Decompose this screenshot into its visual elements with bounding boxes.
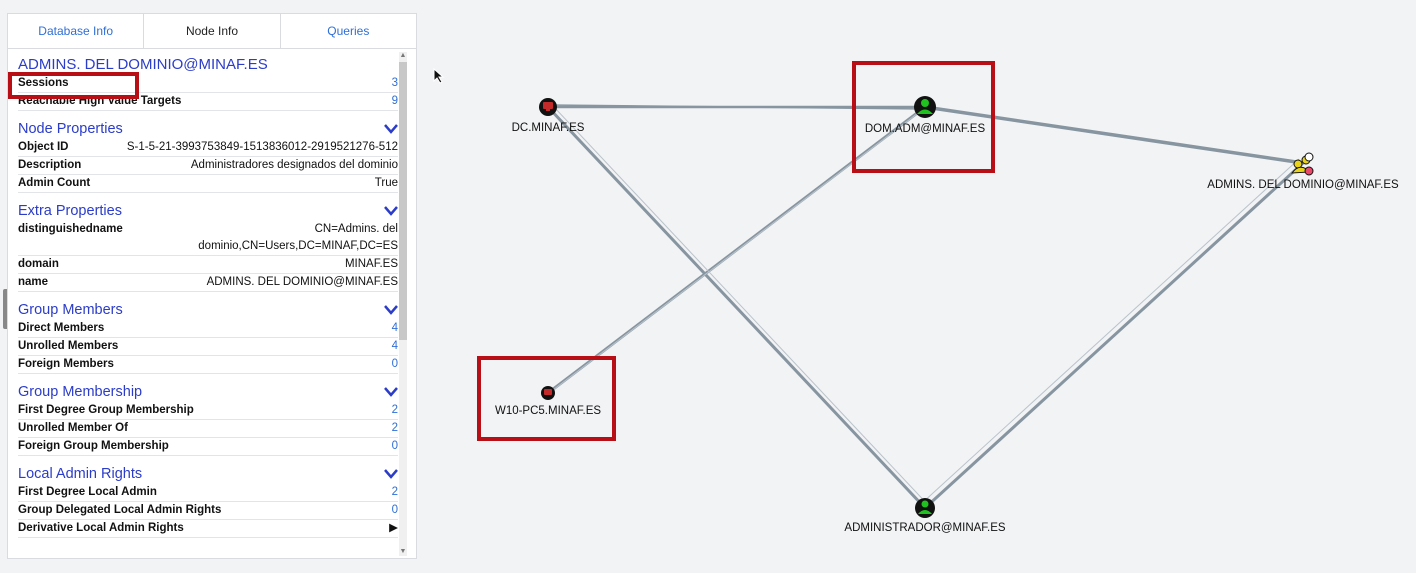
stat-row[interactable]: Group Delegated Local Admin Rights 0 (18, 502, 398, 520)
property-key: name (18, 276, 49, 288)
stat-value[interactable]: 0 (391, 440, 398, 452)
highlight-box-w10 (477, 356, 616, 441)
stat-value[interactable]: 4 (391, 340, 398, 352)
node-label-administrador: ADMINISTRADOR@MINAF.ES (844, 522, 1006, 534)
edge-administrador-admins[interactable] (923, 161, 1305, 510)
stat-key: Unrolled Member Of (18, 422, 128, 434)
chevron-down-icon[interactable] (384, 387, 398, 397)
stat-value[interactable]: 2 (391, 422, 398, 434)
edge-w10-domadm[interactable] (547, 105, 926, 395)
edge-dc-domadm-parallel[interactable] (547, 104, 926, 110)
property-row: Object ID S-1-5-21-3993753849-1513836012… (18, 139, 398, 157)
node-dc-computer-icon[interactable] (539, 98, 557, 116)
property-key: domain (18, 258, 59, 270)
stat-key: First Degree Local Admin (18, 486, 157, 498)
stat-row[interactable]: Foreign Members 0 (18, 356, 398, 374)
section-title: Group Members (18, 302, 123, 318)
node-w10-computer-icon[interactable] (541, 386, 555, 400)
property-key: Admin Count (18, 177, 91, 189)
scroll-up-icon[interactable]: ▲ (399, 52, 407, 59)
node-domadm-user-icon[interactable] (914, 96, 936, 118)
property-value: True (374, 177, 398, 189)
property-row: domain MINAF.ES (18, 256, 398, 274)
node-label-w10: W10-PC5.MINAF.ES (494, 405, 602, 417)
stat-row[interactable]: Unrolled Member Of 2 (18, 420, 398, 438)
summary-value[interactable]: 9 (391, 95, 398, 107)
stat-row[interactable]: Foreign Group Membership 0 (18, 438, 398, 456)
property-row: distinguishedname CN=Admins. del dominio… (18, 221, 398, 256)
stat-key: Direct Members (18, 322, 105, 334)
highlight-box-sessions (8, 72, 139, 99)
section-extra-properties[interactable]: Extra Properties (18, 201, 398, 221)
stat-value[interactable]: 4 (391, 322, 398, 334)
stat-value[interactable]: 2 (391, 404, 398, 416)
edge-dc-administrador[interactable] (546, 105, 927, 510)
property-value: Administradores designados del dominio (190, 159, 398, 171)
section-node-properties[interactable]: Node Properties (18, 119, 398, 139)
property-value: CN=Admins. del dominio,CN=Users,DC=MINAF… (198, 223, 398, 252)
property-row: name ADMINS. DEL DOMINIO@MINAF.ES (18, 274, 398, 292)
stat-key: Group Delegated Local Admin Rights (18, 504, 222, 516)
edge-administrador-admins-thin[interactable] (920, 158, 1300, 505)
property-key: distinguishedname (18, 223, 123, 235)
stat-row[interactable]: First Degree Local Admin 2 (18, 484, 398, 502)
summary-row-sessions[interactable]: Sessions 3 (18, 75, 398, 93)
stat-value[interactable]: 0 (391, 358, 398, 370)
mouse-cursor-icon (433, 68, 445, 84)
stat-row[interactable]: Direct Members 4 (18, 320, 398, 338)
node-label-admins: ADMINS. DEL DOMINIO@MINAF.ES (1207, 179, 1399, 191)
property-row: Admin Count True (18, 175, 398, 193)
property-value: MINAF.ES (344, 258, 398, 270)
chevron-down-icon[interactable] (384, 124, 398, 134)
tab-node-info[interactable]: Node Info (144, 14, 281, 48)
stat-key: Foreign Group Membership (18, 440, 169, 452)
chevron-down-icon[interactable] (384, 305, 398, 315)
panel-collapse-handle[interactable] (3, 289, 10, 329)
stat-key: First Degree Group Membership (18, 404, 194, 416)
property-key: Description (18, 159, 82, 171)
scroll-thumb[interactable] (399, 62, 407, 340)
property-value: S-1-5-21-3993753849-1513836012-291952127… (126, 141, 398, 153)
summary-key: Sessions (18, 77, 69, 89)
highlight-box-domadm (852, 61, 995, 173)
section-title: Group Membership (18, 384, 143, 400)
stat-row[interactable]: Derivative Local Admin Rights ▶ (18, 520, 398, 538)
node-info-panel: Database Info Node Info Queries ADMINS. … (7, 13, 417, 559)
stat-key: Unrolled Members (18, 340, 119, 352)
section-title: Node Properties (18, 121, 123, 137)
panel-tabs: Database Info Node Info Queries (8, 14, 416, 49)
stat-row[interactable]: First Degree Group Membership 2 (18, 402, 398, 420)
section-local-admin-rights[interactable]: Local Admin Rights (18, 464, 398, 484)
section-title: Extra Properties (18, 203, 122, 219)
node-admins-group-icon[interactable] (1290, 152, 1314, 176)
stat-value[interactable]: 0 (391, 504, 398, 516)
panel-content: ADMINS. DEL DOMINIO@MINAF.ES Sessions 3 … (18, 52, 398, 538)
property-row: Description Administradores designados d… (18, 157, 398, 175)
chevron-down-icon[interactable] (384, 206, 398, 216)
section-group-membership[interactable]: Group Membership (18, 382, 398, 402)
property-key: Object ID (18, 141, 69, 153)
section-title: Local Admin Rights (18, 466, 143, 482)
stat-key: Derivative Local Admin Rights (18, 522, 184, 534)
node-administrador-user-icon[interactable] (915, 498, 935, 518)
tab-database-info[interactable]: Database Info (8, 14, 145, 48)
stat-key: Foreign Members (18, 358, 114, 370)
section-group-members[interactable]: Group Members (18, 300, 398, 320)
property-value: ADMINS. DEL DOMINIO@MINAF.ES (206, 276, 398, 288)
edge-w10-domadm-thin[interactable] (552, 103, 931, 391)
edge-dc-administrador-thin[interactable] (553, 106, 932, 509)
expand-arrow-icon[interactable]: ▶ (389, 522, 398, 534)
tab-queries[interactable]: Queries (327, 24, 370, 38)
stat-value[interactable]: 2 (391, 486, 398, 498)
node-label-dc: DC.MINAF.ES (511, 122, 585, 134)
stat-row[interactable]: Unrolled Members 4 (18, 338, 398, 356)
node-title: ADMINS. DEL DOMINIO@MINAF.ES (18, 56, 268, 73)
edge-domadm-admins[interactable] (924, 105, 1304, 165)
panel-scrollbar[interactable]: ▲ ▼ (399, 52, 407, 556)
scroll-down-icon[interactable]: ▼ (399, 548, 407, 555)
chevron-down-icon[interactable] (384, 469, 398, 479)
node-label-domadm: DOM.ADM@MINAF.ES (864, 123, 986, 135)
summary-value[interactable]: 3 (391, 77, 398, 89)
